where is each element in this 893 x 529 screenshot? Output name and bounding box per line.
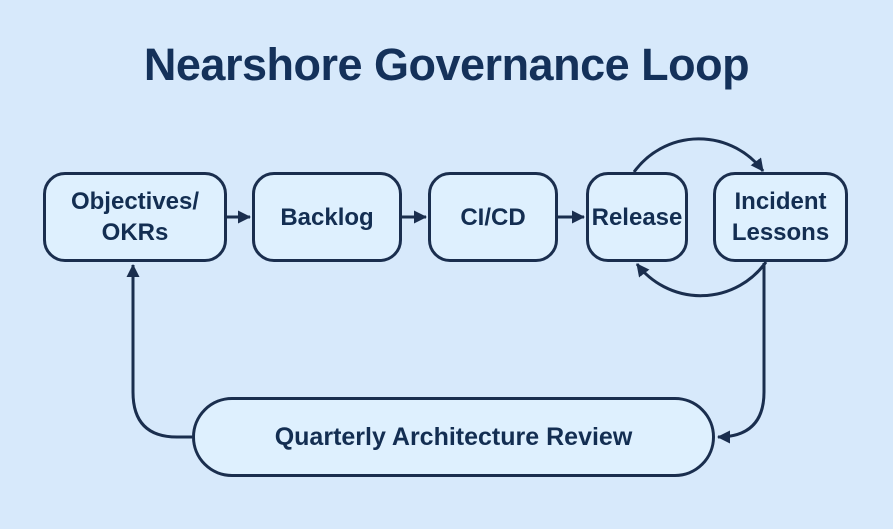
node-ci-cd: CI/CD bbox=[428, 172, 558, 262]
node-incident-lessons: Incident Lessons bbox=[713, 172, 848, 262]
node-label: Quarterly Architecture Review bbox=[274, 422, 633, 451]
node-label: Objectives/ OKRs bbox=[70, 188, 200, 246]
node-label: Incident Lessons bbox=[731, 188, 830, 246]
node-quarterly-architecture-review: Quarterly Architecture Review bbox=[192, 397, 715, 477]
arrow-release-to-incident-loop-top bbox=[632, 137, 765, 173]
arrow-incident-to-release-loop-bottom bbox=[635, 261, 768, 298]
node-label: Release bbox=[591, 203, 683, 231]
diagram-title: Nearshore Governance Loop bbox=[143, 39, 750, 90]
node-label: CI/CD bbox=[460, 203, 526, 231]
arrow-incident-to-review bbox=[717, 263, 766, 444]
node-label: Backlog bbox=[280, 203, 374, 231]
arrow-review-to-objectives bbox=[126, 264, 192, 439]
node-backlog: Backlog bbox=[252, 172, 402, 262]
node-objectives-okrs: Objectives/ OKRs bbox=[43, 172, 227, 262]
node-release: Release bbox=[586, 172, 688, 262]
